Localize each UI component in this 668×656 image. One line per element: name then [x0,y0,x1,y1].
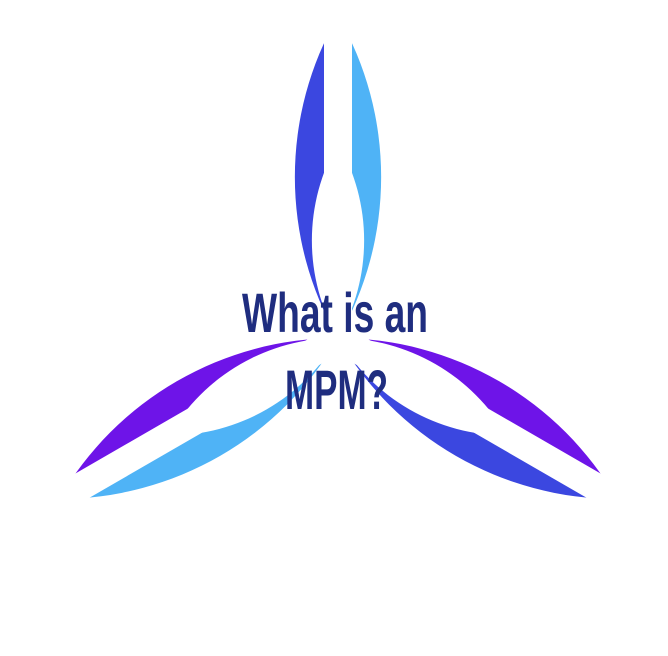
segment-gaps [0,0,668,539]
segment-public-communications [59,338,617,499]
segment-label-management-view: Management view of financial performance [427,86,608,381]
center-title-line2: MPM? [285,358,388,421]
segment-label-public-communications-line1: Used in public communications outside [184,547,491,610]
center-title-line1: What is an [242,281,428,344]
segment-label-subtotal: Subtotal of income and expenses [73,101,228,332]
